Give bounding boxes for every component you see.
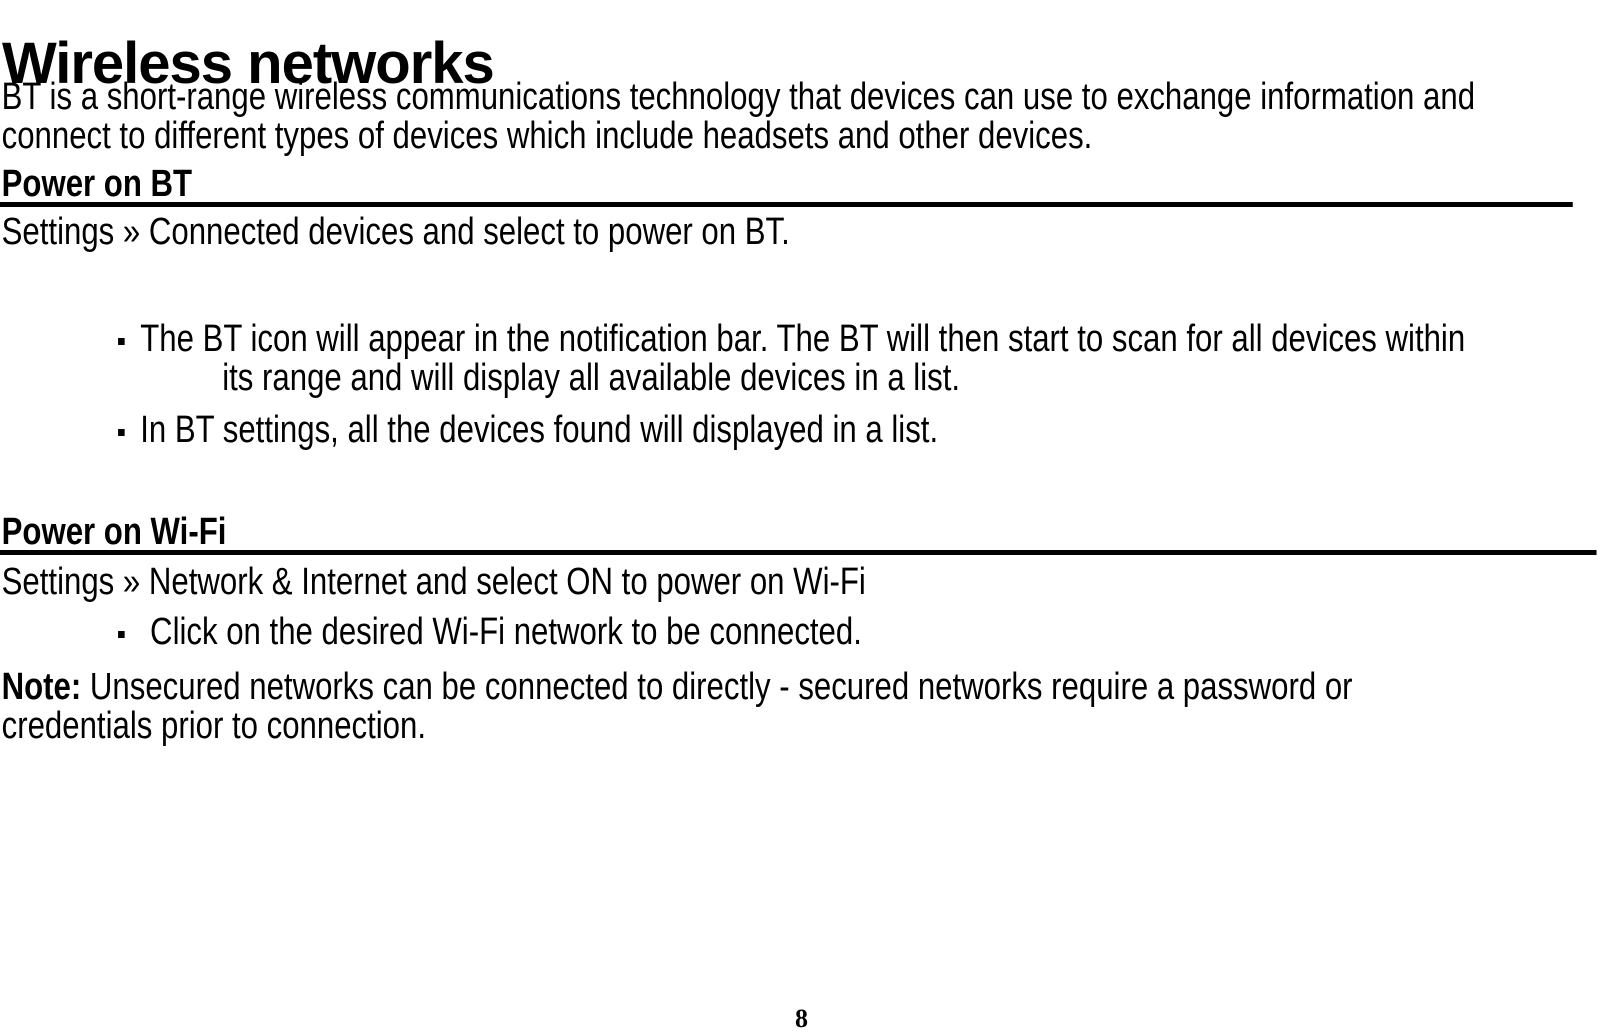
bullet-bt-1-line-1: The BT icon will appear in the notificat… (140, 318, 1466, 360)
bullet-icon (118, 429, 125, 436)
note-line-2: credentials prior to connection. (1, 705, 427, 747)
section-heading-power-on-wifi: Power on Wi-Fi (1, 511, 227, 553)
bullet-bt-1-line-2: its range and will display all available… (222, 357, 961, 399)
section-underline (0, 202, 1573, 207)
page-title: Wireless networks (2, 30, 495, 96)
bullet-icon (118, 338, 125, 345)
note-label: Note: (1, 666, 82, 708)
bullet-bt-2: In BT settings, all the devices found wi… (140, 409, 939, 451)
section-lead-bt: Settings » Connected devices and select … (1, 211, 790, 253)
note-line-1: Note: Unsecured networks can be connecte… (2, 668, 1353, 707)
bullet-icon (118, 631, 125, 638)
section-lead-wifi: Settings » Network & Internet and select… (1, 561, 866, 603)
intro-line-2: connect to different types of devices wh… (1, 115, 1093, 157)
page-number: 8 (795, 1004, 808, 1033)
intro-line-1: BT is a short-range wireless communicati… (1, 76, 1476, 118)
bullet-wifi-1: Click on the desired Wi-Fi network to be… (150, 611, 862, 653)
note-text: Unsecured networks can be connected to d… (81, 666, 1353, 708)
section-underline (0, 550, 1597, 555)
section-heading-power-on-bt: Power on BT (1, 163, 193, 205)
